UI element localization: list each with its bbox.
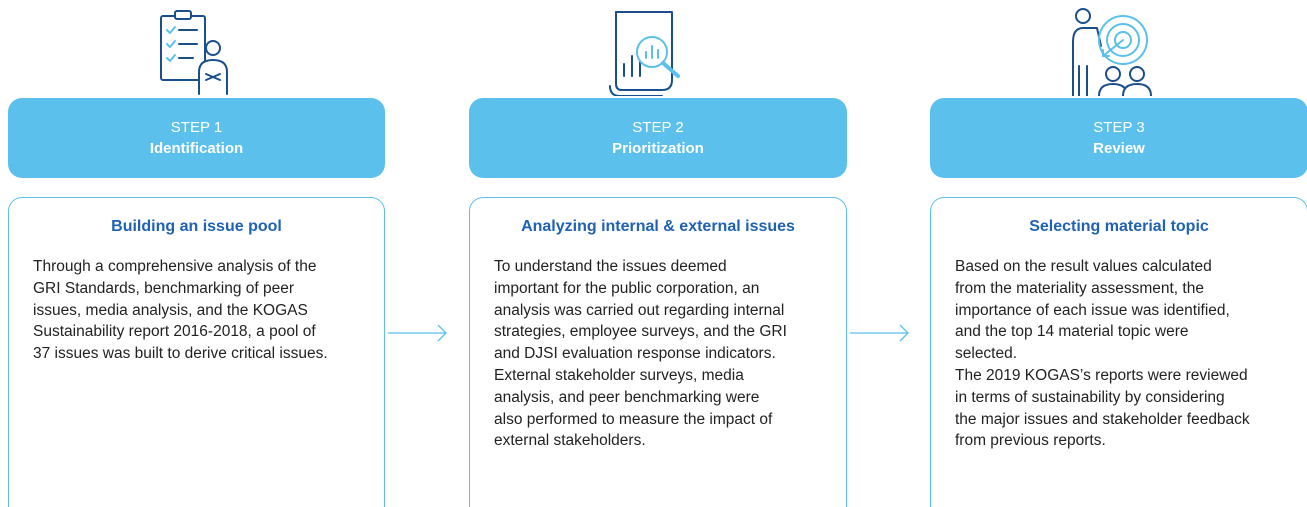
step-1-card: Building an issue pool Through a compreh…	[8, 197, 385, 507]
step-label: STEP 3	[1093, 119, 1145, 136]
arrow-right-icon	[388, 322, 448, 344]
step-2-card: Analyzing internal & external issues To …	[469, 197, 847, 507]
card-title: Selecting material topic	[1029, 218, 1209, 235]
step-1-header: STEP 1 Identification	[8, 98, 385, 178]
card-title: Analyzing internal & external issues	[521, 218, 795, 235]
arrow-right-icon	[850, 322, 910, 344]
step-label: STEP 1	[170, 119, 223, 136]
step-name: Review	[1093, 140, 1145, 157]
document-chart-magnifier-icon	[606, 6, 696, 96]
card-body: Through a comprehensive analysis of the …	[33, 258, 328, 363]
target-people-icon	[1067, 6, 1157, 96]
step-name: Prioritization	[612, 140, 704, 157]
card-body: To understand the issues deemed importan…	[494, 258, 787, 450]
card-title: Building an issue pool	[111, 218, 282, 235]
step-3-header: STEP 3 Review	[930, 98, 1307, 178]
checklist-person-icon	[151, 6, 241, 96]
step-name: Identification	[149, 140, 244, 157]
card-body: Based on the result values calculated fr…	[955, 258, 1250, 450]
step-label: STEP 2	[632, 119, 684, 136]
step-2-header: STEP 2 Prioritization	[469, 98, 847, 178]
step-3-card: Selecting material topic Based on the re…	[930, 197, 1307, 507]
